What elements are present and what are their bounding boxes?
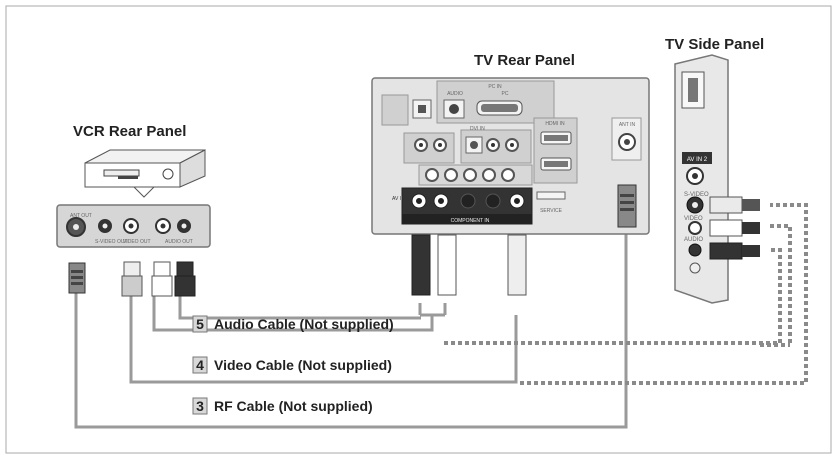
audio-cable xyxy=(152,290,434,332)
audio-out-label: AUDIO OUT xyxy=(165,239,193,245)
service-label: SERVICE xyxy=(540,208,563,214)
av-in2-label: AV IN 2 xyxy=(687,157,708,163)
tv-side-title: TV Side Panel xyxy=(665,36,764,53)
cable-label-video: 4 Video Cable (Not supplied) xyxy=(192,356,392,374)
cable-number: 5 xyxy=(196,316,204,332)
pc-in-label: PC IN xyxy=(488,84,502,90)
cable-number: 4 xyxy=(196,357,204,373)
side-plugs xyxy=(709,196,760,260)
av-in-label: AV IN 1 xyxy=(392,196,409,202)
cable-label-audio: 5 Audio Cable (Not supplied) xyxy=(192,315,394,333)
dvi-label: DVI IN xyxy=(470,126,485,132)
component-in-label: COMPONENT IN xyxy=(451,218,490,224)
rf-cable xyxy=(74,160,628,429)
vcr-device xyxy=(84,149,206,198)
video-out-label: VIDEO OUT xyxy=(123,239,151,245)
vcr-rear-panel: ANT OUT S-VIDEO OUT VIDEO OUT AUDIO OUT xyxy=(56,204,211,248)
video-cable xyxy=(129,290,518,384)
tv-rear-plugs xyxy=(411,184,637,296)
tv-side-panel: AV IN 2 S-VIDEO VIDEO AUDIO xyxy=(674,54,729,304)
tv-rear-panel: PC IN AUDIO PC DVI IN HDMI IN AV xyxy=(371,77,650,235)
video-label: VIDEO xyxy=(684,216,703,222)
pc-label: PC xyxy=(502,91,509,97)
s-video-label: S-VIDEO xyxy=(684,192,709,198)
s-video-out-label: S-VIDEO OUT xyxy=(95,239,128,245)
cable-label-text: RF Cable (Not supplied) xyxy=(214,398,373,414)
ant-in-label: ANT IN xyxy=(619,122,636,128)
hdmi-label: HDMI IN xyxy=(545,121,565,127)
vcr-plugs xyxy=(68,261,196,297)
tv-rear-title: TV Rear Panel xyxy=(474,52,575,69)
pc-audio-label: AUDIO xyxy=(447,91,463,97)
vcr-rear-title: VCR Rear Panel xyxy=(73,123,186,140)
dotted-side-cables xyxy=(444,203,808,385)
cable-label-text: Video Cable (Not supplied) xyxy=(214,357,392,373)
audio-label: AUDIO xyxy=(684,237,703,243)
ant-out-label: ANT OUT xyxy=(70,213,92,219)
cable-label-rf: 3 RF Cable (Not supplied) xyxy=(192,397,373,415)
audio-cable-2 xyxy=(178,290,421,320)
cable-label-text: Audio Cable (Not supplied) xyxy=(214,316,394,332)
cable-number: 3 xyxy=(196,398,204,414)
audio-cable-tv-split xyxy=(418,303,447,315)
